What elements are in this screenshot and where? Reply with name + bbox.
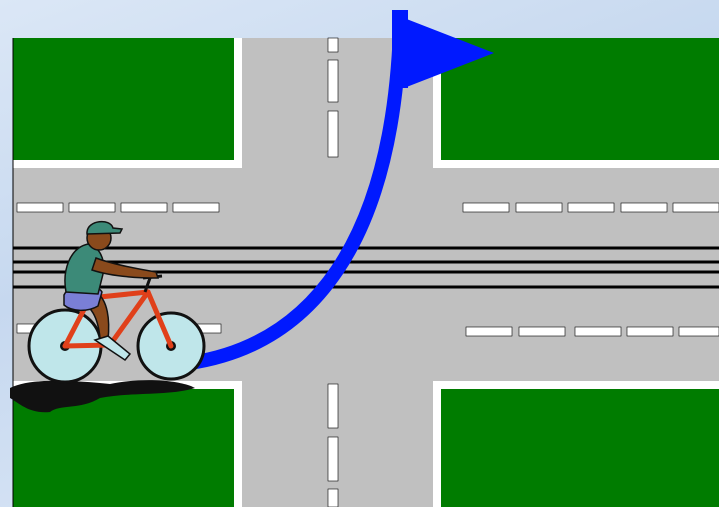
cyclist-icon bbox=[10, 220, 206, 413]
grass-block-bottom-right bbox=[433, 381, 719, 507]
grass-block-top-right bbox=[433, 38, 719, 168]
grass-block-bottom-left bbox=[13, 381, 242, 507]
horizontal-lane-markings bbox=[16, 202, 719, 337]
cyclist-cap bbox=[86, 220, 124, 235]
cyclist-shadow bbox=[10, 380, 195, 413]
cyclist-arm bbox=[91, 257, 160, 279]
grass-block-top-left bbox=[13, 38, 242, 168]
railroad-lines bbox=[13, 246, 719, 289]
vertical-lane-markings bbox=[327, 37, 339, 507]
left-turn-arrow-icon bbox=[188, 10, 494, 370]
